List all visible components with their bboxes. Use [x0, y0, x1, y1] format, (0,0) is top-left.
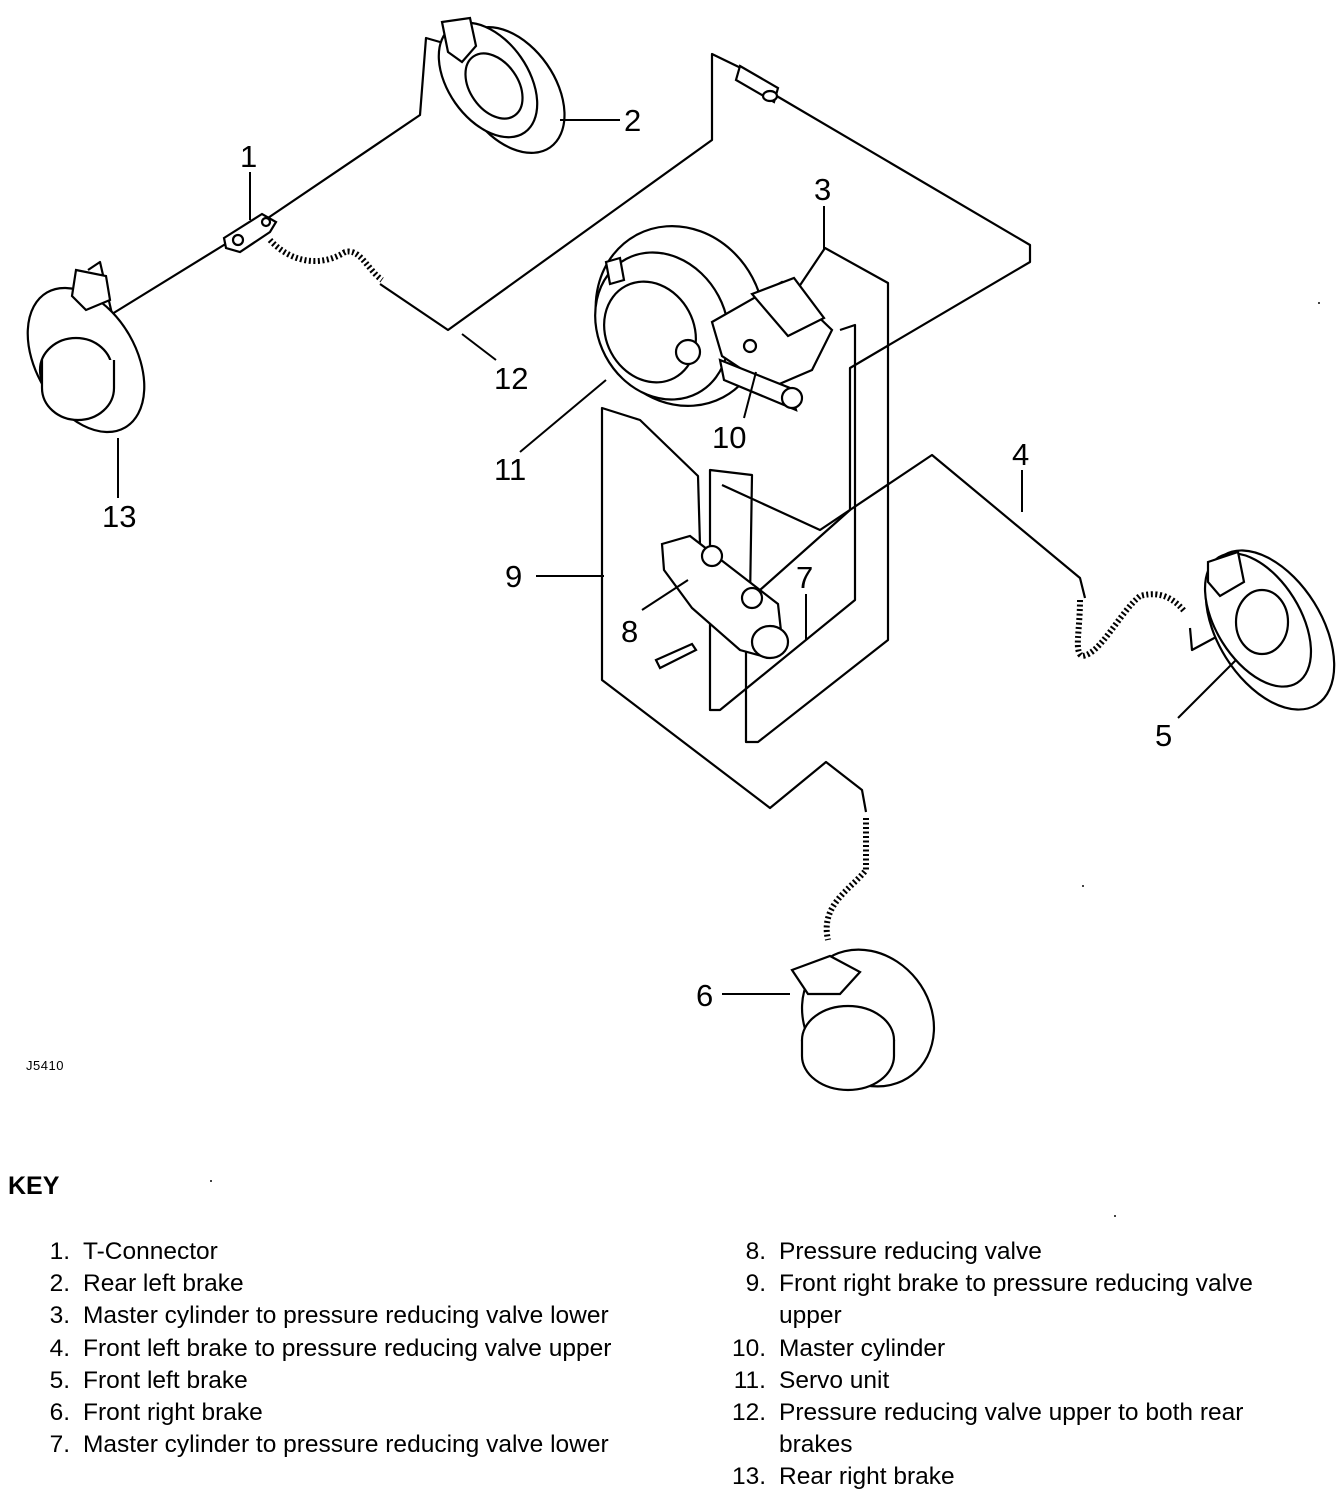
pipe-7 [708, 323, 857, 712]
leader-5 [1177, 659, 1237, 719]
key-item-number: 6. [49, 1399, 70, 1427]
key-item-text: Rear right brake [779, 1463, 955, 1491]
key-item-number: 5. [49, 1366, 70, 1394]
key-item-number: 4. [49, 1334, 70, 1362]
key-item-text: Master cylinder [779, 1334, 946, 1362]
key-item-number: 9. [745, 1270, 766, 1298]
callout-5: 5 [1155, 718, 1172, 753]
leader-11 [519, 379, 607, 453]
key-item-text: Front right brake to pressure reducing v… [779, 1270, 1253, 1330]
leader-12 [461, 333, 497, 361]
rear-right-brake [26, 268, 146, 434]
key-item-number: 10. [731, 1334, 766, 1362]
figure-code: J5410 [26, 1058, 64, 1073]
pipe-union [734, 64, 780, 104]
key-item-text: Pressure reducing valve upper to both re… [779, 1399, 1244, 1459]
callout-10: 10 [712, 420, 746, 455]
key-item-text: Front right brake [83, 1399, 263, 1427]
key-item-text: Master cylinder to pressure reducing val… [83, 1431, 609, 1459]
callout-13: 13 [102, 499, 136, 534]
key-item-text: Servo unit [779, 1366, 890, 1394]
callout-1: 1 [240, 139, 257, 174]
callout-9: 9 [505, 559, 522, 594]
callout-4: 4 [1012, 437, 1029, 472]
pipe-4 [721, 453, 1087, 599]
key-item-number: 8. [745, 1238, 766, 1265]
key-item-text: Master cylinder to pressure reducing val… [83, 1302, 609, 1330]
key-list-left: 1. T-Connector 2. Rear left brake 3. Master… [24, 1236, 674, 1461]
callout-3: 3 [814, 172, 831, 207]
key-item: 5. Front left brake [24, 1365, 674, 1397]
leader-10 [743, 371, 757, 419]
key-item-number: 12. [731, 1399, 766, 1427]
key-item: 11. Servo unit [720, 1365, 1310, 1397]
pipe-9 [600, 406, 868, 813]
key-item-number: 3. [49, 1302, 70, 1330]
key-item-number: 13. [731, 1463, 766, 1491]
t-connector [222, 212, 278, 254]
key-item-text: Front left brake [83, 1366, 248, 1394]
callout-8: 8 [621, 614, 638, 649]
key-item: 1. T-Connector [24, 1236, 674, 1268]
front-left-brake [1203, 549, 1336, 711]
master-cylinder [710, 276, 834, 412]
callout-11: 11 [494, 452, 526, 487]
pipe-tconnector-to-rear-left [261, 36, 441, 223]
hose-rear [267, 237, 384, 283]
key-item: 6. Front right brake [24, 1397, 674, 1429]
scan-speck [1114, 1215, 1116, 1217]
pipe-12-continued [759, 94, 1032, 591]
key-item: 7. Master cylinder to pressure reducing v… [24, 1429, 674, 1461]
hose-front-left [1074, 591, 1188, 660]
key-item-number: 2. [49, 1270, 70, 1298]
key-item-number: 1. [49, 1238, 70, 1265]
key-item: 2. Rear left brake [24, 1268, 674, 1300]
key-item: 4. Front left brake to pressure reducing … [24, 1333, 674, 1365]
key-item-text: Rear left brake [83, 1270, 244, 1298]
flexible-hoses [267, 237, 1188, 941]
rear-left-brake [437, 16, 566, 154]
brake-pipes [87, 36, 1219, 813]
front-right-brake [790, 948, 936, 1092]
key-item-text: T-Connector [83, 1238, 218, 1265]
key-item-text: Pressure reducing valve [779, 1238, 1042, 1265]
callout-7: 7 [796, 560, 813, 595]
pipe-12 [379, 52, 746, 332]
scan-speck [210, 1180, 212, 1182]
hose-front-right [823, 818, 869, 941]
pipe-front-left-hose-end [1188, 627, 1219, 652]
key-item-number: 11. [733, 1366, 766, 1394]
key-title: KEY [8, 1172, 60, 1200]
leader-lines [117, 119, 1237, 995]
callout-12: 12 [494, 361, 528, 396]
key-item: 3. Master cylinder to pressure reducing v… [24, 1300, 674, 1332]
leader-8 [641, 579, 689, 611]
key-item: 10. Master cylinder [720, 1333, 1310, 1365]
pressure-reducing-valve [654, 534, 790, 670]
callout-6: 6 [696, 978, 713, 1013]
callout-2: 2 [624, 103, 641, 138]
pipe-tconnector-to-rear-right [87, 239, 233, 316]
scan-speck [1082, 885, 1084, 887]
key-item: 9. Front right brake to pressure reducing… [720, 1268, 1310, 1332]
key-item: 13. Rear right brake [720, 1461, 1310, 1493]
scan-speck [1318, 302, 1320, 304]
key-item: 8. Pressure reducing valve [720, 1236, 1310, 1268]
key-item-text: Front left brake to pressure reducing va… [83, 1334, 612, 1362]
key-item-number: 7. [49, 1431, 70, 1459]
brake-pipe-diagram: 1 2 3 4 5 6 7 8 9 10 11 12 13 [26, 16, 1336, 1092]
callout-numbers: 1 2 3 4 5 6 7 8 9 10 11 12 13 [102, 103, 1172, 1013]
key-list-right: 8. Pressure reducing valve 9. Front right … [720, 1236, 1310, 1494]
key-item: 12. Pressure reducing valve upper to both… [720, 1397, 1310, 1461]
